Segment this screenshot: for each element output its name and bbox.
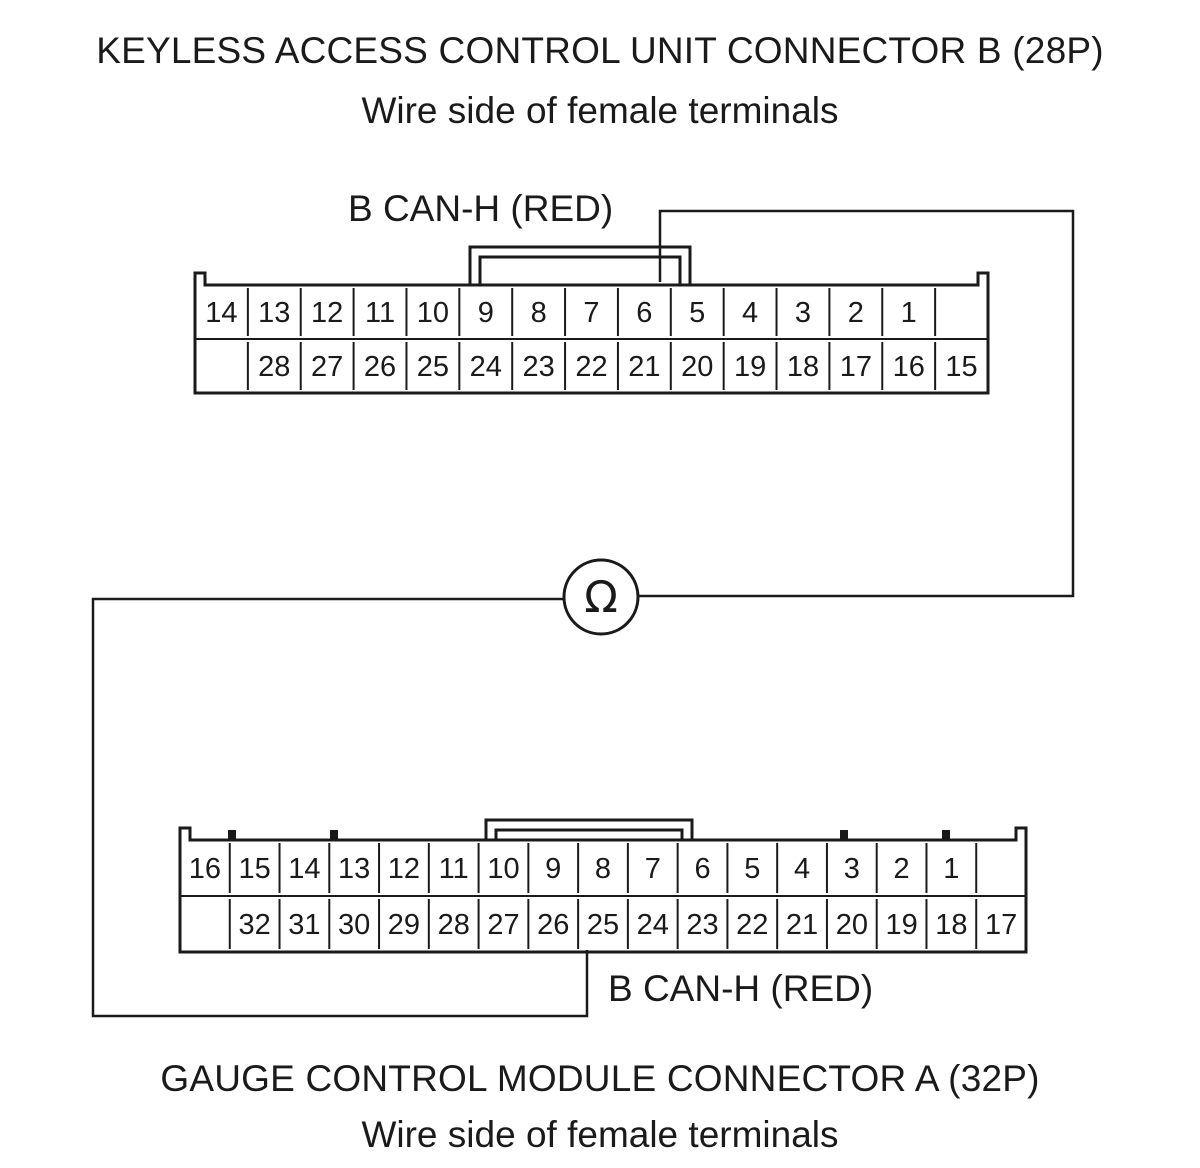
bottom-connector-terminal: 32 [239, 909, 271, 941]
top-connector-terminal: 16 [893, 351, 925, 383]
bottom-connector-rib [840, 830, 848, 840]
bottom-wire-label: B CAN-H (RED) [608, 968, 874, 1009]
bottom-connector-terminal: 28 [438, 909, 470, 941]
top-connector-terminal: 23 [523, 351, 555, 383]
top-connector-terminal: 20 [681, 351, 713, 383]
top-connector-terminal: 27 [311, 351, 343, 383]
bottom-connector-terminal: 7 [645, 853, 661, 885]
bottom-probe-wire [91, 597, 589, 1018]
bottom-connector-rib [228, 830, 236, 840]
bottom-connector-terminal: 15 [239, 853, 271, 885]
bottom-connector-terminal: 16 [189, 853, 221, 885]
top-connector-terminal: 4 [742, 297, 758, 329]
top-connector-terminal: 3 [795, 297, 811, 329]
bottom-connector-subtitle: Wire side of female terminals [361, 1114, 839, 1155]
top-connector-terminal: 17 [840, 351, 872, 383]
top-connector-terminal: 25 [417, 351, 449, 383]
top-connector-housing [193, 271, 990, 395]
top-probe-wire [638, 209, 1075, 598]
bottom-connector-rib [330, 830, 338, 840]
top-connector-terminal: 26 [364, 351, 396, 383]
top-connector-terminal: 5 [689, 297, 705, 329]
top-connector-terminal: 28 [258, 351, 290, 383]
bottom-connector-terminal: 8 [595, 853, 611, 885]
top-connector-terminal: 8 [531, 297, 547, 329]
bottom-connector-terminal: 5 [744, 853, 760, 885]
bottom-connector-terminal: 2 [894, 853, 910, 885]
bottom-connector-terminal: 10 [487, 853, 519, 885]
bottom-connector-terminal: 11 [439, 853, 469, 885]
bottom-connector-terminal: 12 [388, 853, 420, 885]
top-connector-terminal: 13 [258, 297, 290, 329]
ohmmeter-icon: Ω [562, 558, 640, 636]
top-wire-label: B CAN-H (RED) [348, 188, 614, 229]
bottom-connector-latch [484, 818, 694, 840]
bottom-connector-terminal: 17 [985, 909, 1017, 941]
top-connector-terminal: 24 [470, 351, 502, 383]
top-connector-subtitle: Wire side of female terminals [361, 90, 839, 131]
top-connector-terminal: 15 [945, 351, 977, 383]
bottom-connector-terminal: 14 [288, 853, 320, 885]
top-connector-terminal: 12 [311, 297, 343, 329]
bottom-connector-terminal: 3 [844, 853, 860, 885]
bottom-connector-rib [942, 830, 950, 840]
bottom-connector-terminal: 18 [935, 909, 967, 941]
top-connector-title: KEYLESS ACCESS CONTROL UNIT CONNECTOR B … [96, 30, 1104, 71]
top-connector-terminal: 22 [575, 351, 607, 383]
top-connector-terminal: 1 [901, 297, 917, 329]
bottom-connector-terminal: 25 [587, 909, 619, 941]
top-connector-terminal: 14 [205, 297, 237, 329]
top-connector-terminal: 21 [628, 351, 660, 383]
bottom-connector-terminal: 30 [338, 909, 370, 941]
bottom-connector-terminal: 9 [545, 853, 561, 885]
top-connector-terminal: 18 [787, 351, 819, 383]
bottom-connector-housing [178, 826, 1028, 954]
bottom-connector-terminal: 29 [388, 909, 420, 941]
bottom-connector-terminal: 4 [794, 853, 810, 885]
bottom-connector-terminal: 22 [736, 909, 768, 941]
bottom-connector-terminal: 19 [885, 909, 917, 941]
bottom-connector-terminal: 13 [338, 853, 370, 885]
bottom-connector-terminal: 20 [836, 909, 868, 941]
bottom-connector-terminal: 27 [487, 909, 519, 941]
top-connector-terminal: 2 [848, 297, 864, 329]
bottom-connector-terminal: 1 [943, 853, 959, 885]
bottom-connector-terminal: 23 [686, 909, 718, 941]
ohm-symbol: Ω [584, 572, 618, 623]
top-connector-terminal: 6 [636, 297, 652, 329]
top-connector-terminal: 11 [365, 297, 395, 329]
bottom-connector-terminal: 26 [537, 909, 569, 941]
bottom-connector-terminal: 31 [288, 909, 320, 941]
bottom-connector-terminal: 21 [786, 909, 818, 941]
top-connector-terminal: 7 [583, 297, 599, 329]
top-connector-terminal: 9 [478, 297, 494, 329]
top-connector-terminal: 10 [417, 297, 449, 329]
bottom-connector-terminal: 6 [694, 853, 710, 885]
bottom-connector-terminal: 24 [637, 909, 669, 941]
top-connector-latch [468, 245, 692, 285]
bottom-connector-title: GAUGE CONTROL MODULE CONNECTOR A (32P) [160, 1058, 1040, 1099]
top-connector-terminal: 19 [734, 351, 766, 383]
